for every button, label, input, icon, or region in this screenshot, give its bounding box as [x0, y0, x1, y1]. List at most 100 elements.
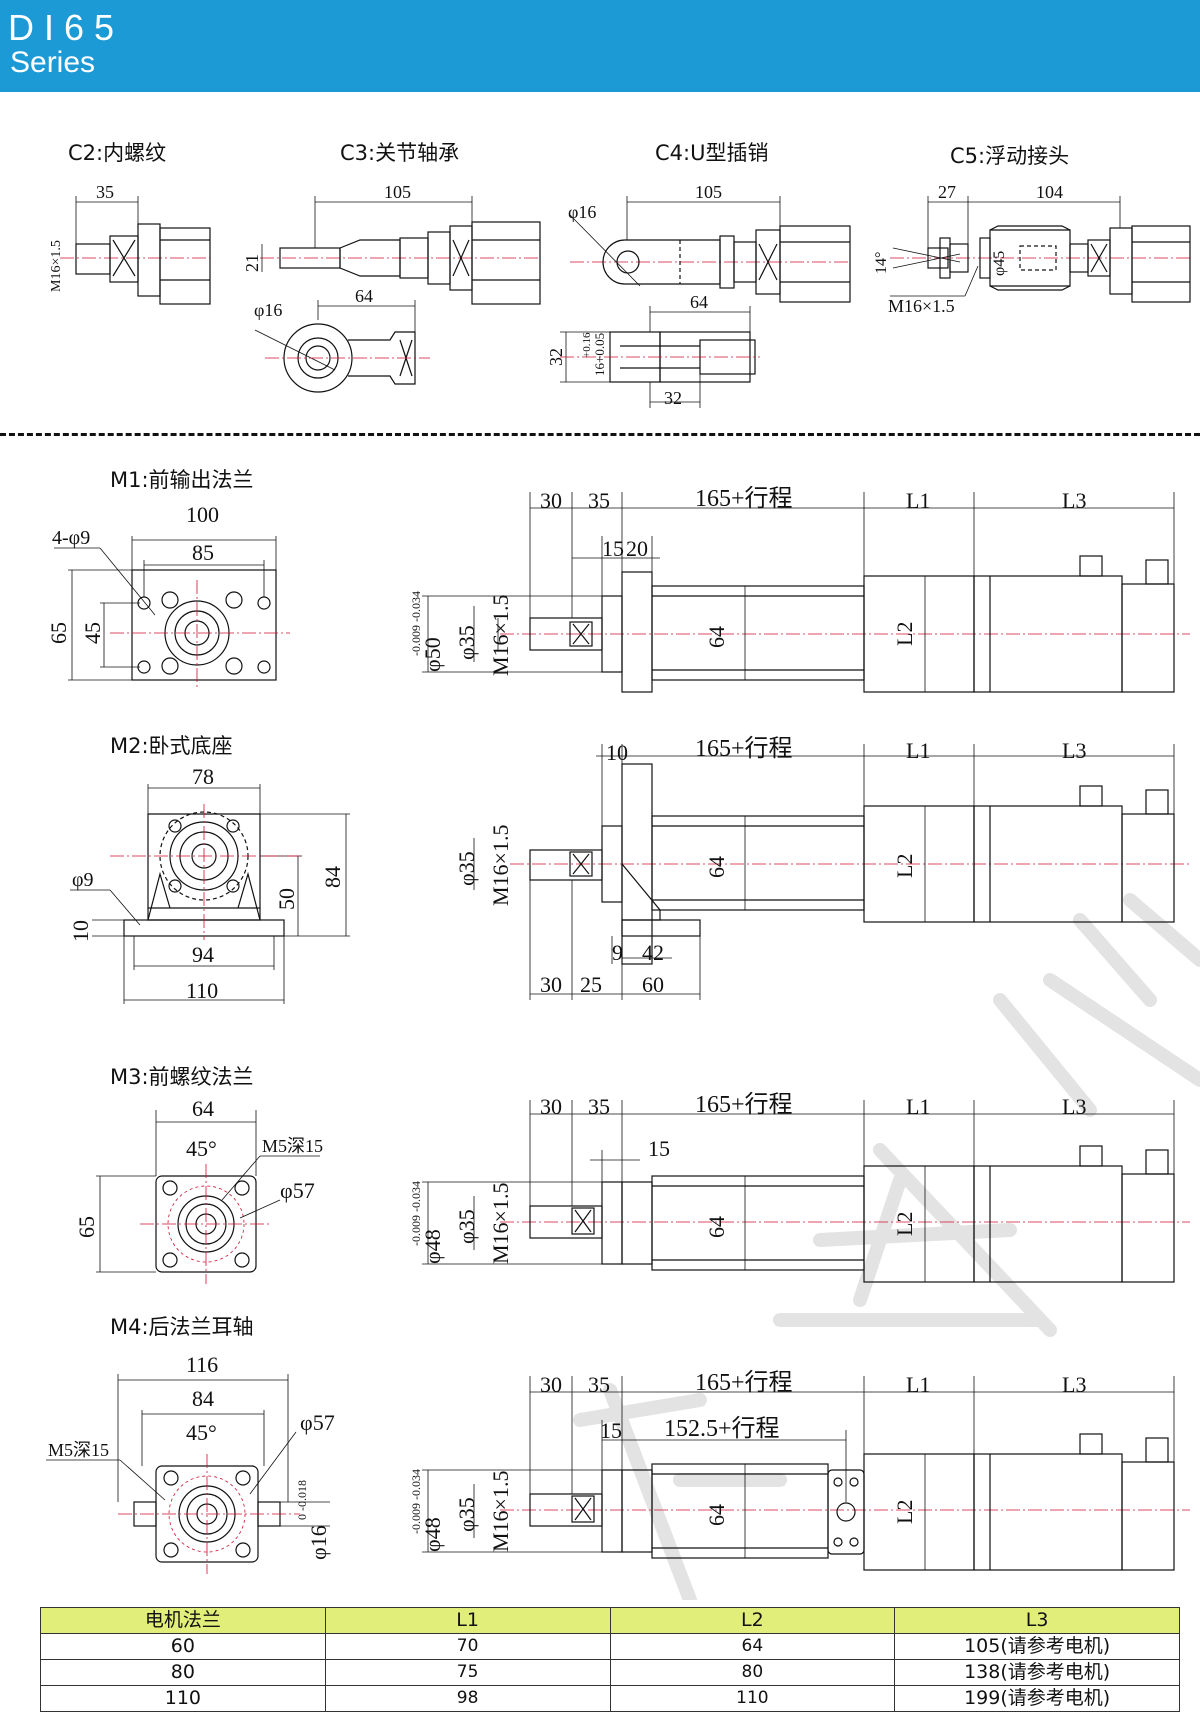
- c5-thread: M16×1.5: [888, 296, 955, 316]
- m4-front-view: [46, 1374, 330, 1574]
- m1-dim-100: 100: [186, 502, 219, 527]
- c4-title: C4:U型插销: [655, 141, 769, 165]
- m3-tol48: -0.009 -0.034: [409, 1181, 423, 1246]
- table-cell: 60: [40, 1633, 326, 1660]
- c4-dim-32b: 32: [664, 388, 682, 408]
- c2-title: C2:内螺纹: [68, 141, 167, 165]
- m1-dim-85: 85: [192, 540, 214, 565]
- m4-tol16: 0 -0.018: [295, 1480, 309, 1520]
- m3-dim-35: 35: [588, 1094, 610, 1119]
- series-code: DI65: [8, 7, 125, 48]
- m1-dim-65: 65: [46, 622, 71, 644]
- technical-drawing: 35 M16×1.5 105 21 64 φ16: [46, 182, 1200, 1600]
- m4-dim-84: 84: [192, 1386, 214, 1411]
- m3-angle: 45°: [186, 1136, 217, 1161]
- table-cell: 138(请参考电机): [894, 1659, 1180, 1686]
- m3-dim-30: 30: [540, 1094, 562, 1119]
- table-header: L2: [609, 1607, 896, 1634]
- m3-title: M3:前螺纹法兰: [110, 1065, 254, 1089]
- c4-dim-105: 105: [695, 182, 722, 202]
- m3-phi35: φ35: [454, 1209, 479, 1244]
- m2-dim-94: 94: [192, 942, 214, 967]
- m3-dim-64b: 64: [704, 1216, 729, 1238]
- m1-front-view: [54, 536, 290, 690]
- m4-title: M4:后法兰耳轴: [110, 1315, 254, 1339]
- m4-L2: L2: [892, 1500, 917, 1524]
- c3-dim-105: 105: [384, 182, 411, 202]
- m1-dim-45: 45: [80, 622, 105, 644]
- m1-tol50: -0.009 -0.034: [409, 591, 423, 656]
- m4-angle: 45°: [186, 1420, 217, 1445]
- m2-stroke: 165+行程: [695, 735, 793, 762]
- m3-front-view: [96, 1110, 320, 1284]
- table-row: 60 70 64 105(请参考电机): [40, 1633, 1180, 1660]
- m1-L1: L1: [906, 488, 930, 513]
- c3-phi16: φ16: [254, 300, 282, 320]
- c3-drawing: [254, 196, 541, 393]
- m4-dim-15: 15: [600, 1418, 622, 1443]
- m4-dim-30: 30: [540, 1372, 562, 1397]
- m2-dim-78: 78: [192, 764, 214, 789]
- m4-thread: M16×1.5: [488, 1471, 513, 1552]
- m2-dim-60: 60: [642, 972, 664, 997]
- m4-L3: L3: [1062, 1372, 1086, 1397]
- table-cell: 105(请参考电机): [894, 1633, 1180, 1660]
- table-row: 80 75 80 138(请参考电机): [40, 1659, 1180, 1686]
- table-row: 110 98 110 199(请参考电机): [40, 1685, 1180, 1712]
- m2-phi9: φ9: [72, 869, 94, 891]
- m3-phi57: φ57: [280, 1178, 315, 1203]
- m2-phi35: φ35: [454, 851, 479, 886]
- m3-L2: L2: [892, 1212, 917, 1236]
- c5-dim-27: 27: [938, 182, 956, 202]
- table-cell: 110: [609, 1685, 896, 1712]
- m4-phi48: φ48: [420, 1517, 445, 1552]
- c4-tol: +0.16: [581, 332, 593, 358]
- m1-dim-35: 35: [588, 488, 610, 513]
- table-header-row: 电机法兰 L1 L2 L3: [40, 1607, 1180, 1634]
- m3-dim-65: 65: [74, 1216, 99, 1238]
- m2-dim-84: 84: [320, 866, 345, 888]
- m4-stroke2: 152.5+行程: [664, 1415, 780, 1442]
- c5-phi45: φ45: [991, 251, 1008, 276]
- c4-dim-64: 64: [690, 292, 708, 312]
- c4-drawing: [560, 196, 851, 408]
- table-header: 电机法兰: [40, 1607, 326, 1634]
- m1-stroke: 165+行程: [695, 485, 793, 512]
- m2-front-view: [70, 784, 350, 1004]
- m2-dim-25: 25: [580, 972, 602, 997]
- m4-dim-64: 64: [704, 1504, 729, 1526]
- c5-angle: 14°: [873, 252, 890, 274]
- m4-m5: M5深15: [48, 1440, 109, 1460]
- m1-title: M1:前输出法兰: [110, 468, 254, 492]
- m3-dim-15: 15: [648, 1136, 670, 1161]
- m2-dim-50: 50: [274, 888, 299, 910]
- m2-dim-10s: 10: [606, 740, 628, 765]
- table-cell: 80: [609, 1659, 896, 1686]
- c3-title: C3:关节轴承: [340, 141, 460, 165]
- c5-title: C5:浮动接头: [950, 144, 1070, 168]
- c2-thread: M16×1.5: [49, 240, 64, 292]
- table-cell: 80: [40, 1659, 326, 1686]
- m1-phi50: φ50: [420, 637, 445, 672]
- m3-thread: M16×1.5: [488, 1183, 513, 1264]
- m1-thread: M16×1.5: [488, 595, 513, 676]
- m2-L1: L1: [906, 738, 930, 763]
- c5-drawing: [890, 196, 1191, 303]
- c4-tol2: 16+0.05: [592, 333, 607, 376]
- m3-side-view: [422, 1100, 1190, 1283]
- m2-L3: L3: [1062, 738, 1086, 763]
- table-header: L3: [894, 1607, 1180, 1634]
- series-header: DI65 Series: [0, 0, 1200, 92]
- m3-m5: M5深15: [262, 1136, 323, 1156]
- m1-holes: 4-φ9: [52, 527, 90, 549]
- c2-drawing: [60, 196, 211, 305]
- m1-L3: L3: [1062, 488, 1086, 513]
- m1-dim-64: 64: [704, 626, 729, 648]
- m2-thread: M16×1.5: [488, 825, 513, 906]
- m2-dim-42: 42: [642, 940, 664, 965]
- section-divider: [0, 433, 1200, 436]
- m1-L2: L2: [892, 622, 917, 646]
- m1-side-view: [422, 492, 1190, 693]
- m2-dim-110: 110: [186, 978, 218, 1003]
- c3-dim-64: 64: [355, 286, 373, 306]
